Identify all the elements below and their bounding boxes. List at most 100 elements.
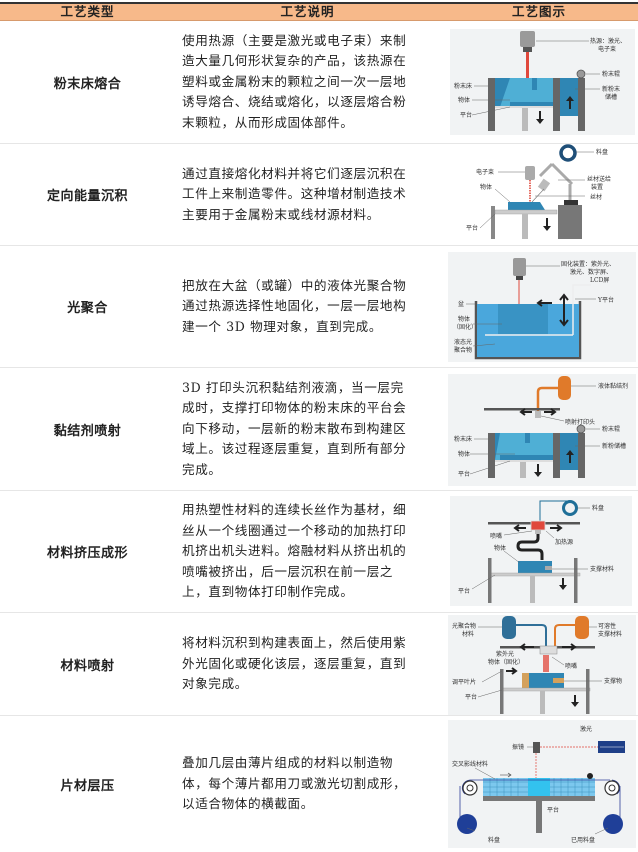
diagram-label: 料盘: [488, 836, 500, 844]
diagram-label: 装置: [591, 183, 603, 191]
process-type: 光聚合: [67, 301, 108, 316]
diagram-label: 喷射打印头: [565, 418, 595, 426]
diagram-label: 物体: [458, 315, 470, 323]
diagram-label: 粉末辊: [602, 425, 620, 433]
diagram-label: 平台: [458, 587, 470, 595]
binder-jetting-diagram: 液体黏结剂 喷射打印头 粉末辊 新粉储槽 粉末床 物体 平台: [448, 374, 636, 486]
laser-beam: [526, 52, 529, 79]
table-row: 片材层压 叠加几层由薄片组成的材料以制造物体，每个薄片都用刀或激光切割成形，以适…: [0, 716, 638, 852]
table-row: 黏结剂喷射 3D 打印头沉积黏结剂液滴，当一层完成时，支撑打印物体的粉末床的平台…: [0, 368, 638, 491]
diagram-label: 支撑材料: [590, 565, 614, 573]
diagram-label: 紫外光: [496, 650, 514, 658]
diagram-label: 料盘: [592, 504, 604, 512]
powder-roller: [576, 69, 586, 79]
process-type: 定向能量沉积: [46, 189, 128, 204]
process-description: 将材料沉积到构建表面上，然后使用紫外光固化或硬化该层，逐层重复，直到对象完成。: [182, 613, 409, 715]
diagram-label: 粉末床: [454, 435, 472, 443]
diagram-label: 液体黏结剂: [598, 382, 628, 390]
down-arrow-icon: [536, 111, 544, 124]
diagram-label: 聚合物: [454, 346, 472, 354]
diagram-label: 固化装置：紫外光、: [561, 260, 615, 268]
diagram-label: 激光: [580, 725, 592, 733]
diagram-label: 支撑物: [604, 677, 622, 685]
diagram-label: 新粉储槽: [602, 442, 626, 450]
heat-source-icon: [520, 31, 535, 47]
diagram-label: （固化）: [453, 323, 477, 331]
table-row: 材料挤压成形 用热塑性材料的连续长丝作为基材，细丝从一个线圈通过一个移动的加热打…: [0, 491, 638, 613]
diagram-label: 物体: [458, 450, 470, 458]
process-diagram: 热源：激光、 电子束 粉末辊 新粉末 储槽 粉末床 物体 平台: [440, 21, 638, 143]
table-row: 定向能量沉积 通过直接熔化材料并将它们逐层沉积在工件上来制造零件。这种增材制造技…: [0, 144, 638, 246]
diagram-label: 液态光: [454, 338, 472, 346]
header-process-description: 工艺说明: [280, 4, 335, 19]
process-diagram: 料盘 电子束 丝材送给 装置 丝材 物体 平台: [440, 144, 638, 245]
diagram-label: 新粉末: [602, 85, 620, 93]
material-jetting-diagram: 光聚合物 材料 可溶性 支撑材料 紫外光 物体（固化） 喷嘴 调平叶片 支撑物 …: [448, 615, 636, 715]
diagram-label: 丝材: [590, 193, 602, 201]
spool-icon: [559, 144, 577, 162]
diagram-label: Y平台: [597, 296, 614, 304]
diagram-label: 热源：激光、: [590, 37, 626, 45]
diagram-label: 光聚合物: [452, 622, 476, 630]
diagram-label: 激光、数字屏、: [570, 268, 612, 276]
header-process-type: 工艺类型: [60, 4, 115, 19]
process-type: 粉末床熔合: [53, 76, 122, 92]
diagram-label: 调平叶片: [452, 678, 476, 686]
diagram-label: 粉末辊: [602, 70, 620, 78]
description-text: 将材料沉积到构建表面上，然后使用紫外光固化或硬化该层，逐层重复，直到对象完成。: [182, 635, 407, 692]
up-arrow-icon: [566, 96, 574, 109]
used-spool-icon: [603, 814, 623, 834]
process-description: 使用热源（主要是激光或电子束）来制造大量几何形状复杂的产品，该热源在塑料或金属粉…: [182, 21, 409, 143]
table-header: 工艺类型 工艺说明 工艺图示: [0, 4, 638, 21]
diagram-label: 平台: [460, 111, 472, 119]
diagram-label: 平台: [466, 224, 478, 232]
header-process-diagram: 工艺图示: [511, 4, 566, 19]
diagram-label: 物体（固化）: [488, 658, 524, 666]
galvo-mirror-icon: [533, 742, 540, 753]
description-text: 叠加几层由薄片组成的材料以制造物体，每个薄片都用刀或激光切割成形，以适合物体的横…: [182, 755, 407, 812]
diagram-label: 支撑材料: [598, 630, 622, 638]
description-text: 用热塑性材料的连续长丝作为基材，细丝从一个线圈通过一个移动的加热打印机挤出机头进…: [182, 502, 407, 600]
description-text: 把放在大盆（或罐）中的液体光聚合物通过热源选择性地固化，一层一层地构建一个 3D…: [182, 277, 407, 334]
diagram-label: 丝材送给: [587, 175, 611, 183]
diagram-label: 物体: [458, 96, 470, 104]
down-arrow-icon: [543, 218, 551, 231]
process-diagram: 固化装置：紫外光、 激光、数字屏、 LCD屏 Y平台 盆 物体 （固化） 液态光…: [440, 246, 638, 367]
directed-energy-deposition-diagram: 料盘 电子束 丝材送给 装置 丝材 物体 平台: [466, 144, 611, 239]
material-extrusion-diagram: 料盘 喷嘴 加热源 物体 支撑材料 平台: [450, 496, 632, 606]
description-text: 通过直接熔化材料并将它们逐层沉积在工件上来制造零件。这种增材制造技术主要用于金属…: [182, 165, 407, 222]
diagram-label: 粉末床: [454, 82, 472, 90]
table-row: 粉末床熔合 使用热源（主要是激光或电子束）来制造大量几何形状复杂的产品，该热源在…: [0, 21, 638, 144]
process-description: 叠加几层由薄片组成的材料以制造物体，每个薄片都用刀或激光切割成形，以适合物体的横…: [182, 716, 409, 852]
description-text: 3D 打印头沉积黏结剂液滴，当一层完成时，支撑打印物体的粉末床的平台会向下移动，…: [182, 379, 407, 477]
process-type: 片材层压: [60, 778, 115, 794]
table-row: 光聚合 把放在大盆（或罐）中的液体光聚合物通过热源选择性地固化，一层一层地构建一…: [0, 246, 638, 368]
process-diagram: 料盘 喷嘴 加热源 物体 支撑材料 平台: [440, 491, 638, 612]
photopolymer-bottle-icon: [502, 616, 516, 639]
sheet-lamination-diagram: 激光 振镜 交叉影线材料 平台 料盘 已用料盘: [448, 720, 636, 848]
process-description: 用热塑性材料的连续长丝作为基材，细丝从一个线圈通过一个移动的加热打印机挤出机头进…: [182, 491, 409, 612]
process-diagram: 激光 振镜 交叉影线材料 平台 料盘 已用料盘: [440, 716, 638, 852]
diagram-label: 储槽: [605, 93, 617, 101]
diagram-label: 电子束: [598, 45, 616, 53]
left-arrow-icon: [536, 299, 552, 307]
diagram-label: 物体: [480, 183, 492, 191]
diagram-label: 平台: [458, 470, 470, 478]
binder-bottle-icon: [558, 376, 571, 400]
diagram-label: 加热源: [555, 538, 573, 546]
diagram-label: 盆: [458, 300, 464, 308]
vertical-arrow-icon: [559, 293, 569, 327]
heater-icon: [530, 520, 546, 531]
diagram-label: 物体: [494, 544, 506, 552]
roller-icon: [587, 773, 593, 779]
support-bottle-icon: [575, 616, 589, 639]
diagram-label: 喷嘴: [565, 662, 577, 670]
diagram-label: 已用料盘: [571, 836, 595, 844]
diagram-label: 平台: [465, 693, 477, 701]
diagram-label: 交叉影线材料: [452, 760, 488, 768]
diagram-label: 材料: [462, 630, 474, 638]
process-type: 黏结剂喷射: [53, 423, 122, 439]
process-description: 把放在大盆（或罐）中的液体光聚合物通过热源选择性地固化，一层一层地构建一个 3D…: [182, 246, 409, 367]
material-spool-icon: [457, 814, 477, 834]
process-description: 3D 打印头沉积黏结剂液滴，当一层完成时，支撑打印物体的粉末床的平台会向下移动，…: [182, 368, 409, 490]
